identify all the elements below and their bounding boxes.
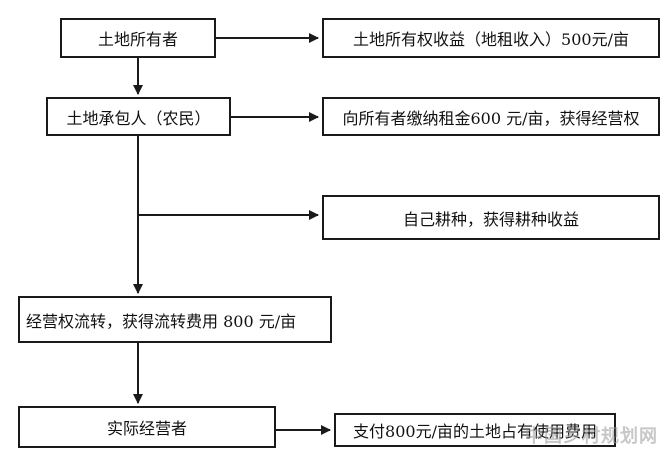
- operator-box: 实际经营者: [18, 406, 276, 448]
- watermark-logo: 中国乡村规划网: [525, 426, 658, 447]
- contractor-box: 土地承包人（农民）: [46, 97, 231, 136]
- pay-rent-box: 向所有者缴纳租金600 元/亩，获得经营权: [322, 97, 660, 136]
- pay-fee-box: 支付800元/亩的土地占有使用费用: [334, 413, 616, 447]
- self-farm-box: 自己耕种，获得耕种收益: [322, 195, 660, 240]
- owner-income-box: 土地所有权收益（地租收入）500元/亩: [322, 18, 660, 58]
- transfer-box: 经营权流转，获得流转费用 800 元/亩: [18, 296, 332, 343]
- landowner-box: 土地所有者: [60, 18, 216, 58]
